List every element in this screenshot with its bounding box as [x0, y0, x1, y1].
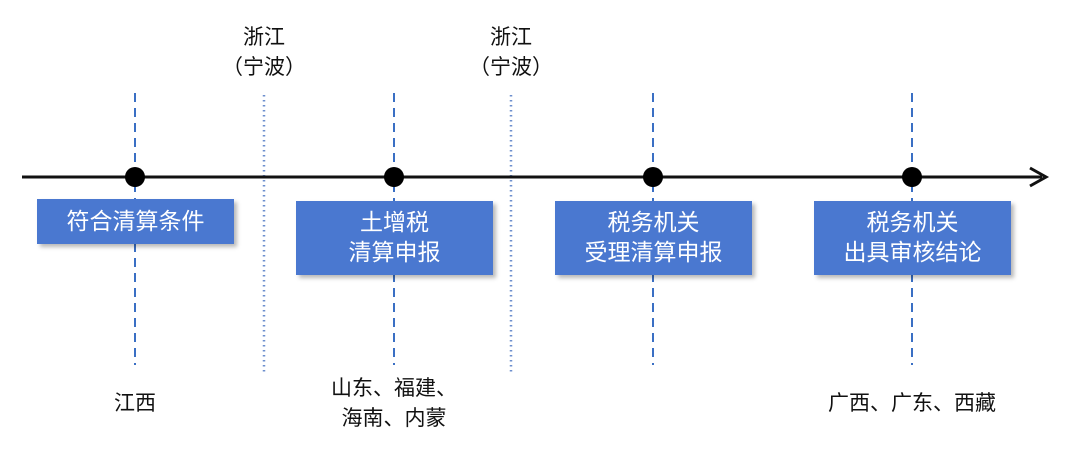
milestone-dot-4 [902, 167, 922, 187]
timeline-arrowhead [1029, 166, 1050, 188]
step-box-4: 税务机关 出具审核结论 [814, 201, 1011, 275]
bottom-label-2: 山东、福建、 海南、内蒙 [304, 373, 484, 433]
step-3-line-1: 税务机关 [607, 210, 700, 236]
step-2-line-2: 清算申报 [348, 240, 441, 266]
step-2-line-1: 土增税 [360, 210, 429, 236]
step-3-line-2: 受理清算申报 [584, 240, 723, 266]
milestone-dot-1 [125, 167, 145, 187]
bottom-label-1-line-1: 江西 [114, 391, 156, 415]
step-box-1: 符合清算条件 [37, 199, 234, 244]
top-label-1: 浙江 （宁波） [204, 22, 324, 82]
bottom-label-2-line-2: 海南、内蒙 [341, 406, 447, 430]
bottom-label-3: 广西、广东、西藏 [792, 388, 1032, 418]
bottom-label-1: 江西 [75, 388, 195, 418]
step-4-line-2: 出具审核结论 [843, 240, 982, 266]
bottom-label-2-line-1: 山东、福建、 [331, 376, 457, 400]
top-label-1-line-2: （宁波） [222, 55, 306, 79]
bottom-label-3-line-1: 广西、广东、西藏 [828, 391, 996, 415]
top-label-2: 浙江 （宁波） [451, 22, 571, 82]
top-label-2-line-2: （宁波） [469, 55, 553, 79]
step-box-2: 土增税 清算申报 [296, 201, 493, 275]
top-label-2-line-1: 浙江 [490, 25, 532, 49]
top-label-1-line-1: 浙江 [243, 25, 285, 49]
milestone-dot-2 [384, 167, 404, 187]
step-1-line-1: 符合清算条件 [66, 208, 205, 235]
milestone-dot-3 [643, 167, 663, 187]
step-box-3: 税务机关 受理清算申报 [555, 201, 752, 275]
step-4-line-1: 税务机关 [866, 210, 959, 236]
